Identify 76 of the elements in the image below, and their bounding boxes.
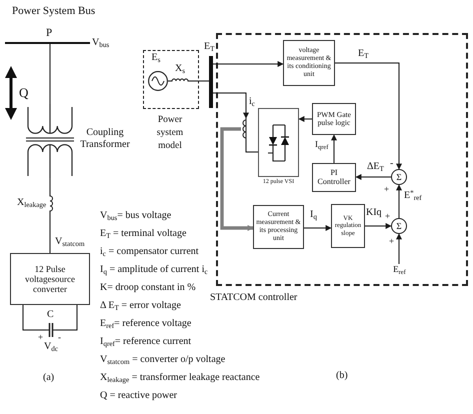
arrow (212, 61, 284, 67)
edge-label: I$_{qref}$ (315, 139, 328, 150)
definition-text: Δ E$_{T}$ = error voltage (100, 300, 181, 312)
arrow (304, 225, 332, 231)
arrow (220, 127, 254, 231)
edge-label: I$_{q}$ (310, 209, 317, 220)
node-label: P (46, 27, 52, 40)
edge-label: ΔE$_{T}$ (367, 161, 384, 172)
summing-junction (391, 218, 407, 234)
bus-bar (209, 56, 213, 108)
edge-label: E$_{T}$ (358, 48, 368, 60)
arrow (364, 223, 392, 229)
edge-label: X$_{leakage}$ (17, 197, 46, 208)
symbol-label: Q (19, 86, 28, 101)
capacitor-symbol (46, 322, 56, 338)
inductor-wire (168, 78, 210, 82)
process-box (283, 40, 335, 86)
sign-label: - (390, 158, 394, 170)
wire (246, 140, 258, 152)
block-caption: STATCOM controller (210, 292, 298, 304)
definition-text: E$_{ref}$= reference voltage (100, 318, 192, 330)
sigma-sign: Σ (396, 220, 402, 232)
polarity-sign: - (58, 332, 61, 342)
current-transformer-symbol (241, 118, 248, 140)
wire (22, 304, 46, 330)
definition-text: V$_{statcom}$ = converter o/p voltage (100, 354, 226, 366)
wire (56, 304, 78, 330)
sign-label: + (384, 184, 390, 194)
edge-label: X$_{s}$ (175, 63, 186, 74)
arrow (396, 184, 402, 218)
definition-text: Q = reactive power (100, 390, 177, 402)
arrow (331, 134, 337, 164)
panel-label: (b) (336, 370, 348, 382)
process-box (312, 103, 356, 135)
process-box (10, 253, 90, 305)
converter-box (258, 108, 299, 177)
voltage-label: V$_{dc}$ (44, 341, 58, 352)
definition-text: K= droop constant in % (100, 282, 196, 294)
sigma-sign: Σ (396, 172, 402, 182)
transformer-symbol (26, 104, 74, 178)
bus-title: Power System Bus (12, 5, 96, 18)
process-box (312, 163, 356, 192)
arrow (212, 92, 249, 119)
inductor-wire (50, 178, 53, 254)
arrow (298, 116, 312, 122)
component-caption: Coupling Transformer (79, 127, 131, 150)
definition-text: E$_{T}$ = terminal voltage (100, 228, 186, 240)
sign-label: + (385, 211, 390, 222)
ac-source-symbol (148, 70, 168, 90)
dashed-boundary (143, 50, 199, 109)
arrow (355, 174, 392, 180)
summing-junction (391, 169, 407, 185)
arrow (396, 233, 402, 264)
definition-text: X$_{leakage}$ = transformer leakage reactance (100, 372, 260, 384)
arrow (334, 62, 402, 170)
voltage-label: V$_{statcom}$ (55, 236, 85, 248)
voltage-label: V$_{bus}$ (92, 37, 110, 48)
definition-text: V$_{bus}$= bus voltage (100, 210, 172, 222)
component-label: C (47, 309, 54, 320)
edge-label: KIq (366, 207, 382, 218)
dashed-boundary (216, 33, 468, 286)
process-box (253, 205, 304, 249)
definition-text: I$_{q}$ = amplitude of current i$_{c}$ (100, 264, 208, 276)
voltage-label: E$_{T}$ (204, 41, 214, 52)
process-box (331, 204, 365, 248)
panel-label: (a) (43, 372, 54, 384)
source-label: E$_{s}$ (152, 52, 160, 63)
block-caption: Power system model (156, 114, 184, 152)
definition-text: I$_{qref}$= reference current (100, 336, 192, 348)
signal-label: E$_{ref}$ (390, 264, 409, 276)
polarity-sign: + (38, 332, 44, 342)
box-label: PI Controller (316, 168, 352, 186)
box-label: 12 Pulse voltagesource converter (24, 264, 76, 294)
sign-label: + (389, 236, 394, 246)
edge-label: i$_{c}$ (249, 96, 255, 108)
definition-text: i$_{c}$ = compensator current (100, 246, 199, 258)
